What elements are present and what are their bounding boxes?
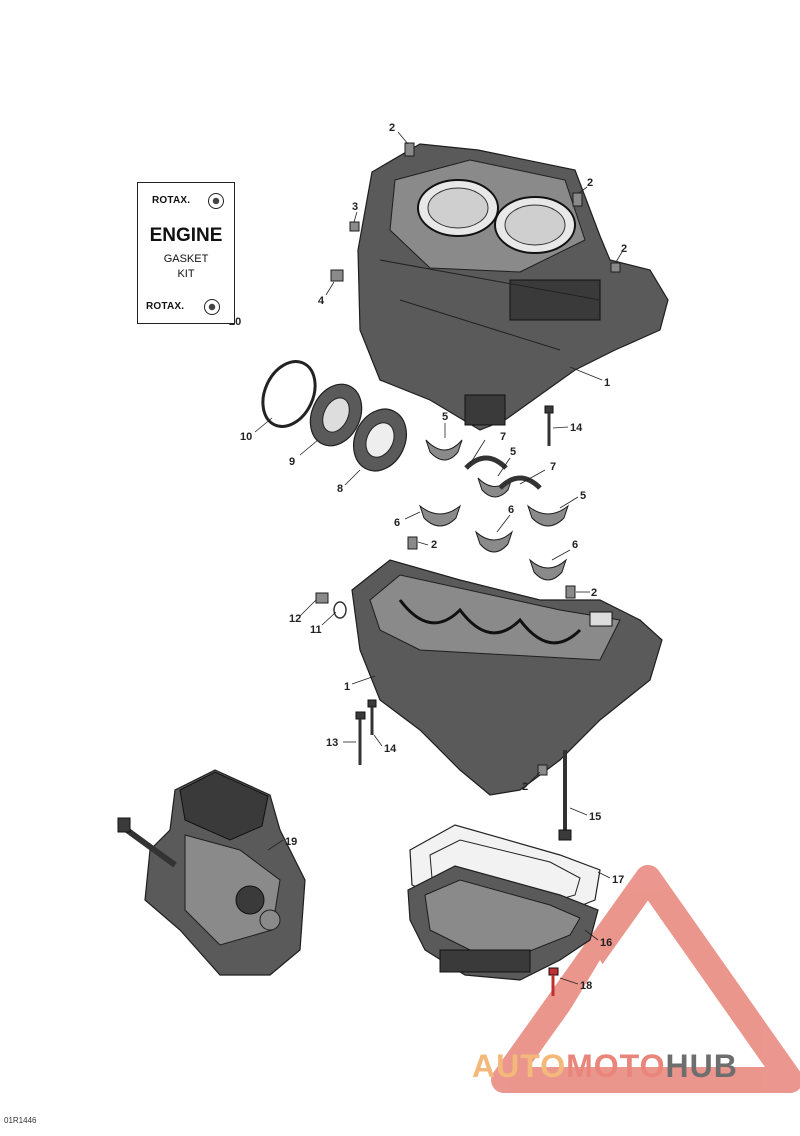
callout-5-b: 5 xyxy=(510,446,516,458)
callout-16: 16 xyxy=(600,937,612,949)
oil-seal-9 xyxy=(309,383,363,447)
bolt-13 xyxy=(355,711,366,765)
lower-crankcase xyxy=(351,559,663,796)
dowel-pin-top-1 xyxy=(404,142,415,157)
dowel-pin-mid-1 xyxy=(407,536,418,550)
watermark-moto: MOTO xyxy=(566,1048,666,1084)
watermark-auto: AUTO xyxy=(472,1048,567,1084)
callout-18: 18 xyxy=(580,980,592,992)
callout-2-a: 2 xyxy=(389,122,395,134)
kit-line-gasket: GASKET xyxy=(163,253,209,265)
thrust-washer-7b xyxy=(498,475,542,490)
gasket-ring-11 xyxy=(333,601,347,619)
main-bearing-shell-6a xyxy=(418,504,462,527)
kit-brand-top: ROTAX. xyxy=(152,195,191,206)
kit-title: ENGINE xyxy=(149,225,223,246)
callout-7-b: 7 xyxy=(550,461,556,473)
callout-14-a: 14 xyxy=(570,422,583,434)
callout-2-b: 2 xyxy=(587,177,593,189)
plug-screw-12 xyxy=(315,592,329,604)
callout-15: 15 xyxy=(589,811,601,823)
callout-6-a: 6 xyxy=(394,517,400,529)
callout-12: 12 xyxy=(289,613,301,625)
ball-bearing-8 xyxy=(353,408,407,472)
sleeve-3 xyxy=(349,221,360,232)
dowel-pin-mid-2 xyxy=(565,585,576,599)
rotax-logo-icon-bottom xyxy=(204,299,220,315)
thrust-washer-7a xyxy=(464,455,508,470)
callout-6-c: 6 xyxy=(572,539,578,551)
kit-brand-bottom: ROTAX. xyxy=(146,301,185,312)
callout-1-b: 1 xyxy=(344,681,350,693)
stud-15 xyxy=(558,750,572,841)
watermark-hub: HUB xyxy=(665,1048,738,1084)
callout-1-a: 1 xyxy=(604,377,610,389)
callout-2-d: 2 xyxy=(431,539,437,551)
callout-labels: 2 2 2 3 4 1 10 9 8 5 7 5 7 5 6 6 6 14 2 … xyxy=(229,122,627,992)
callout-4: 4 xyxy=(318,295,325,307)
callout-11: 11 xyxy=(310,624,322,636)
callout-14-b: 14 xyxy=(384,743,397,755)
bushing-4 xyxy=(330,269,344,282)
dowel-pin-top-2 xyxy=(572,192,583,207)
callout-5-c: 5 xyxy=(580,490,586,502)
callout-8: 8 xyxy=(337,483,343,495)
reference-code: 01R1446 xyxy=(4,1116,37,1125)
callout-19: 19 xyxy=(285,836,297,848)
watermark-logo-mark xyxy=(491,865,800,1093)
oil-pan-16 xyxy=(407,865,599,981)
bolt-14-lower xyxy=(367,699,377,735)
dowel-pin-top-3 xyxy=(610,262,621,273)
main-bearing-shell-5c xyxy=(526,504,570,527)
rotax-logo-icon xyxy=(208,193,224,209)
gasket-kit-package: ROTAX. ENGINE GASKET KIT ROTAX. xyxy=(137,182,235,324)
main-bearing-shell-5b xyxy=(477,477,513,498)
main-bearing-shell-6c xyxy=(528,558,568,581)
bolt-14-upper xyxy=(544,405,554,446)
callout-13: 13 xyxy=(326,737,338,749)
main-bearing-shell-6b xyxy=(474,530,514,553)
callout-17: 17 xyxy=(612,874,624,886)
callout-2-c: 2 xyxy=(621,243,627,255)
watermark-text: AUTOMOTOHUB xyxy=(472,1048,738,1085)
snap-ring-10 xyxy=(261,360,317,428)
drain-plug-18 xyxy=(548,967,559,996)
dowel-pin-low xyxy=(537,764,548,776)
callout-3: 3 xyxy=(352,201,358,213)
callout-2-f: 2 xyxy=(522,781,528,793)
callout-10: 10 xyxy=(240,431,252,443)
kit-line-kit: KIT xyxy=(177,268,195,280)
callout-5-a: 5 xyxy=(442,411,448,423)
upper-crankcase xyxy=(357,143,669,431)
callout-6-b: 6 xyxy=(508,504,514,516)
callout-7-a: 7 xyxy=(500,431,506,443)
engine-assembly-19 xyxy=(117,769,306,976)
main-bearing-shell-5a xyxy=(425,439,463,461)
callout-9: 9 xyxy=(289,456,295,468)
leader-lines xyxy=(254,131,623,985)
callout-2-e: 2 xyxy=(591,587,597,599)
